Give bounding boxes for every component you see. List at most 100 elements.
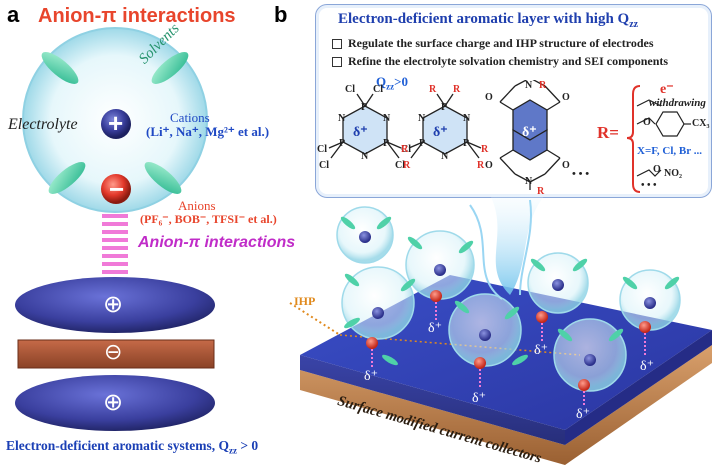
svg-text:P: P bbox=[339, 138, 345, 149]
box-title-text: Electron-deficient aromatic layer with h… bbox=[338, 11, 630, 27]
panel-a-letter: a bbox=[7, 2, 20, 27]
qzz-text: Q bbox=[376, 74, 387, 89]
solvent-leaf bbox=[144, 161, 182, 195]
svg-text:R: R bbox=[477, 160, 485, 171]
svg-text:N: N bbox=[418, 113, 426, 124]
cation-plus: + bbox=[108, 108, 124, 138]
svg-text:R: R bbox=[429, 84, 437, 95]
panel-b-letter: b bbox=[274, 2, 288, 27]
ellipsis-right: • • • bbox=[641, 180, 657, 191]
solvent-leaf bbox=[41, 51, 79, 85]
cx3-label: CX₃ bbox=[692, 118, 710, 129]
svg-text:P: P bbox=[361, 102, 367, 113]
bullet-text: Refine the electrolyte solvation chemist… bbox=[348, 54, 669, 68]
svg-text:R: R bbox=[481, 144, 489, 155]
plate-minus: ⊖ bbox=[104, 340, 123, 365]
svg-text:P: P bbox=[419, 138, 425, 149]
svg-text:O: O bbox=[562, 92, 570, 103]
qzz-sub: zz bbox=[386, 81, 395, 92]
bullet-text: Regulate the surface charge and IHP stru… bbox=[348, 36, 654, 50]
panel-a-caption: Electron-deficient aromatic systems, Qzz… bbox=[6, 438, 258, 456]
svg-text:O: O bbox=[562, 160, 570, 171]
electrode-scene bbox=[289, 195, 712, 465]
svg-text:N: N bbox=[463, 113, 471, 124]
x-list-label: X=F, Cl, Br ... bbox=[637, 145, 702, 157]
svg-text:R: R bbox=[539, 80, 547, 91]
svg-text:δ⁺: δ⁺ bbox=[353, 125, 368, 140]
svg-text:N: N bbox=[338, 113, 346, 124]
molecule-ndi bbox=[499, 80, 561, 190]
plate-plus-top: ⊕ bbox=[103, 290, 124, 318]
substituent-structures bbox=[636, 99, 691, 177]
svg-text:P: P bbox=[463, 138, 469, 149]
anion-minus: − bbox=[109, 174, 125, 204]
svg-text:O: O bbox=[485, 160, 493, 171]
svg-text:N: N bbox=[383, 113, 391, 124]
e-minus-label: e⁻ bbox=[660, 82, 674, 97]
svg-text:δ⁺: δ⁺ bbox=[433, 125, 448, 140]
no2-label: NO₂ bbox=[664, 168, 682, 179]
copper-layer bbox=[300, 345, 712, 465]
o-atom: O bbox=[643, 117, 651, 128]
caption-tail: > 0 bbox=[236, 438, 259, 453]
interaction-dashes bbox=[102, 214, 128, 274]
svg-text:P: P bbox=[441, 102, 447, 113]
electrolyte-label: Electrolyte bbox=[8, 116, 78, 133]
surface-delta: δ⁺ bbox=[472, 391, 486, 406]
cations bbox=[359, 231, 656, 366]
svg-text:P: P bbox=[383, 138, 389, 149]
molecule-phosphazene-r bbox=[408, 93, 482, 159]
svg-text:N: N bbox=[525, 80, 533, 91]
anions bbox=[366, 290, 651, 391]
svg-text:O: O bbox=[485, 92, 493, 103]
withdrawing-label: withdrawing bbox=[649, 97, 706, 109]
checkbox-icon bbox=[332, 39, 342, 50]
aromatic-disk-top bbox=[15, 277, 215, 333]
anion-surface-lines bbox=[371, 302, 646, 407]
surface-delta: δ⁺ bbox=[576, 407, 590, 422]
anions-title: Anions bbox=[178, 198, 216, 213]
svg-text:R: R bbox=[401, 144, 409, 155]
bullet-2: Refine the electrolyte solvation chemist… bbox=[332, 54, 668, 69]
chem-box-title: Electron-deficient aromatic layer with h… bbox=[338, 11, 638, 30]
svg-text:N: N bbox=[441, 151, 449, 162]
electrode-right bbox=[565, 330, 712, 445]
plate-plus-bottom: ⊕ bbox=[103, 388, 124, 416]
r-equals-label: R= bbox=[597, 123, 619, 142]
checkbox-icon bbox=[332, 57, 342, 68]
qzz-tail: >0 bbox=[394, 74, 409, 89]
solvent-leaf bbox=[151, 51, 189, 85]
anion-pi-label: Anion-π interactions bbox=[138, 234, 296, 251]
aromatic-plate bbox=[17, 339, 215, 369]
solvent-leaf bbox=[48, 161, 86, 195]
ihp-label: IHP bbox=[294, 294, 316, 308]
panel-a-graphic bbox=[15, 27, 215, 431]
surface-delta: δ⁺ bbox=[534, 343, 548, 358]
box-title-sub: zz bbox=[629, 19, 639, 30]
caption-sub: zz bbox=[228, 445, 237, 456]
molecule-phosphazene-cl bbox=[328, 93, 402, 159]
r-bracket bbox=[626, 85, 641, 193]
cations-title: Cations bbox=[170, 110, 210, 125]
o-atom-2: O bbox=[653, 164, 661, 175]
surface-delta: δ⁺ bbox=[428, 321, 442, 336]
electrode-front bbox=[300, 355, 565, 445]
svg-text:Cl: Cl bbox=[317, 144, 327, 155]
svg-text:R: R bbox=[453, 84, 461, 95]
panel-a-title: Anion-π interactions bbox=[38, 5, 236, 27]
surface-delta: δ⁺ bbox=[640, 359, 654, 374]
svg-text:Cl: Cl bbox=[345, 84, 355, 95]
svg-text:R: R bbox=[537, 186, 545, 196]
surface-delta: δ⁺ bbox=[364, 369, 378, 384]
anions-list: (PF₆⁻, BOB⁻, TFSI⁻ et al.) bbox=[140, 212, 277, 226]
cations-list: (Li⁺, Na⁺, Mg²⁺ et al.) bbox=[146, 124, 270, 139]
ellipsis-middle: • • • bbox=[572, 168, 590, 180]
svg-text:δ⁺: δ⁺ bbox=[522, 125, 537, 140]
cation-ball bbox=[101, 109, 131, 139]
svg-text:Cl: Cl bbox=[401, 144, 411, 155]
svg-text:Cl: Cl bbox=[319, 160, 329, 171]
svg-text:N: N bbox=[525, 176, 533, 187]
caption-text: Electron-deficient aromatic systems, Q bbox=[6, 438, 229, 453]
